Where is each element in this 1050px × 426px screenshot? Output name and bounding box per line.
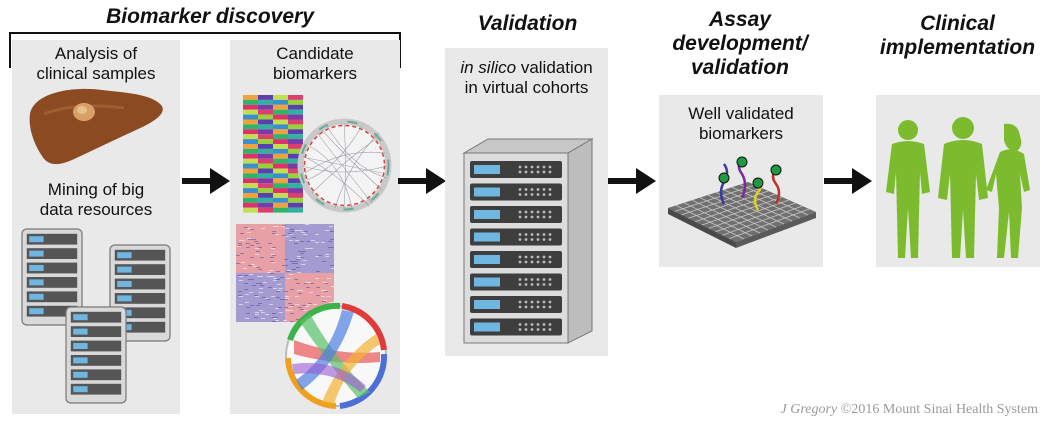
analysis-label: Analysis of clinical samples: [12, 44, 180, 84]
heading-clinical-line2: implementation: [879, 36, 1036, 59]
discovery-bracket: [9, 32, 401, 68]
mining-line2: data resources: [39, 200, 153, 219]
heading-biomarker-discovery: Biomarker discovery: [106, 5, 314, 28]
insilico-line2: in virtual cohorts: [464, 78, 589, 97]
credit-line: J Gregory ©2016 Mount Sinai Health Syste…: [781, 402, 1038, 418]
arrow-right-icon: [182, 168, 230, 194]
analysis-line2: clinical samples: [36, 64, 156, 83]
server-icon: [21, 228, 171, 404]
heading-assay-line3: validation: [690, 56, 790, 79]
mining-line1: Mining of big: [47, 180, 145, 199]
people-silhouette-icon: [886, 117, 1030, 258]
well-line1: Well validated: [688, 104, 794, 123]
arrow-right-icon: [824, 168, 872, 194]
liver-icon: [29, 88, 163, 165]
heading-assay-line2: development/: [672, 32, 808, 55]
analysis-line1: Analysis of: [54, 44, 138, 63]
insilico-rest: validation: [516, 58, 593, 77]
mining-label: Mining of big data resources: [12, 180, 180, 220]
credit-author: J Gregory: [780, 402, 838, 417]
heading-clinical: Clinical implementation: [865, 12, 1050, 60]
heading-assay: Assay development/ validation: [655, 8, 825, 80]
insilico-line1: in silico validation: [445, 58, 608, 78]
well-line2: biomarkers: [698, 124, 784, 143]
heatmap-icon: [243, 95, 303, 213]
candidate-line2: biomarkers: [272, 64, 358, 83]
credit-rest: ©2016 Mount Sinai Health System: [837, 402, 1038, 417]
arrow-right-icon: [608, 168, 656, 194]
microarray-icon: [668, 156, 816, 248]
insilico-label: in silico validation in virtual cohorts: [445, 58, 608, 98]
insilico-italic: in silico: [460, 58, 517, 77]
heading-clinical-line1: Clinical: [920, 12, 995, 35]
heading-assay-line1: Assay: [709, 8, 771, 31]
arrow-right-icon: [398, 168, 446, 194]
circos-icon: [297, 118, 392, 213]
chord-icon: [285, 302, 388, 409]
candidate-label: Candidate biomarkers: [230, 44, 400, 84]
server-rack-icon: [462, 138, 594, 344]
well-label: Well validated biomarkers: [659, 104, 823, 144]
heading-validation: Validation: [477, 12, 578, 35]
candidate-line1: Candidate: [276, 44, 354, 63]
